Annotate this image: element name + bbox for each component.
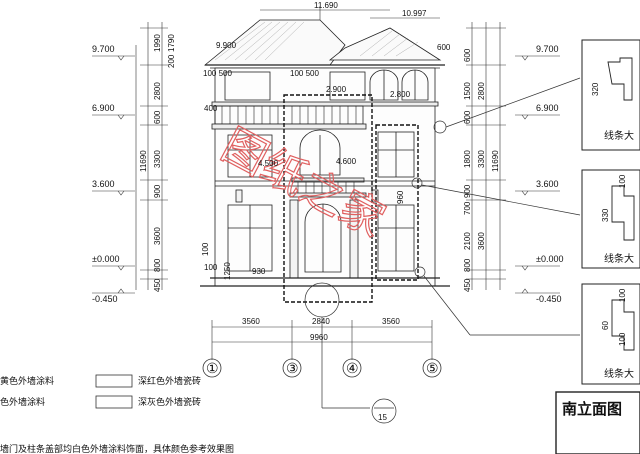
- right-dim-3: 1800: [463, 150, 472, 168]
- inner-label-8: 100: [201, 242, 210, 256]
- inner-label-0: 100 500: [203, 69, 232, 78]
- left-dim-4: 600: [153, 110, 162, 124]
- detail-label-2: 线条大: [604, 367, 634, 380]
- right-dim-7: 800: [463, 258, 472, 272]
- inner-label-9: 1250: [223, 262, 232, 280]
- inner-label-2: 400: [204, 104, 218, 113]
- axis-bubbles: [202, 358, 442, 378]
- detail-dim-2: 330: [601, 208, 610, 222]
- dim-top-width: 11.690: [314, 1, 338, 10]
- detail-dim-3: 100: [618, 288, 627, 302]
- left-dim-1: 1790: [167, 34, 176, 52]
- left-dim-3: 2800: [153, 82, 162, 100]
- drawing-note: 墙门及柱条盖部均白色外墙涂料饰面，具体颜色参考效果图: [0, 443, 234, 454]
- inner-label-6: 4.600: [336, 157, 357, 166]
- drawing-title: 南立面图: [562, 400, 622, 418]
- detail-label-1: 线条大: [604, 252, 634, 265]
- inner-label-3: 2.900: [326, 85, 347, 94]
- elev-left-0: 9.700: [92, 44, 115, 54]
- left-dim-8: 800: [153, 258, 162, 272]
- ground-floor: [200, 189, 450, 287]
- elev-left-1: 6.900: [92, 103, 115, 113]
- detail-dim-4: 60: [601, 321, 610, 330]
- left-dim-6: 900: [153, 184, 162, 198]
- detail-dim-5: 100: [618, 332, 627, 346]
- legend-item-3: 深灰色外墙瓷砖: [138, 396, 201, 408]
- right-dim-b2: 3600: [477, 232, 486, 250]
- axis-1: ①: [206, 360, 219, 376]
- bottom-dim-1: 2840: [312, 317, 330, 326]
- legend-item-1: 深红色外墙瓷砖: [138, 375, 201, 387]
- right-dim-5: 700: [463, 201, 472, 215]
- elev-left-3: ±0.000: [92, 254, 119, 264]
- detail-boxes: [555, 39, 640, 454]
- roof: [203, 19, 445, 69]
- left-total: 11690: [139, 150, 148, 172]
- left-dim-9: 450: [153, 278, 162, 292]
- left-dim-7: 3600: [153, 227, 162, 245]
- elev-right-4: -0.450: [536, 294, 562, 304]
- right-dim-4: 900: [463, 184, 472, 198]
- legend-swatches: [95, 374, 133, 409]
- right-dim-b0: 2800: [477, 82, 486, 100]
- right-dim-b1: 3300: [477, 150, 486, 168]
- dim-eave-left: 9.900: [216, 41, 237, 50]
- axis-3: ③: [286, 360, 299, 376]
- inner-label-11: 100: [204, 263, 218, 272]
- right-total: 11690: [491, 150, 500, 172]
- right-dim-1: 1500: [463, 82, 472, 100]
- third-floor-windows: [224, 69, 429, 101]
- second-floor: [215, 129, 435, 198]
- left-dim-2: 200: [167, 54, 176, 68]
- right-dim-6: 2100: [463, 232, 472, 250]
- leader-lines: [304, 77, 581, 424]
- detail-dim-1: 100: [618, 174, 627, 188]
- left-dim-0: 1990: [153, 34, 162, 52]
- right-dim-8: 450: [463, 278, 472, 292]
- inner-label-7: 960: [396, 190, 405, 204]
- bottom-dim-2: 3560: [382, 317, 400, 326]
- bottom-dim-0: 3560: [242, 317, 260, 326]
- axis-5: ⑤: [426, 360, 439, 376]
- highlight-boxes: [283, 94, 419, 303]
- elev-right-3: ±0.000: [536, 254, 563, 264]
- detail-dim-0: 320: [591, 82, 600, 96]
- elev-left-4: -0.450: [92, 294, 118, 304]
- dim-roof-right: 10.997: [402, 9, 427, 18]
- right-dim-2: 600: [463, 110, 472, 124]
- left-dim-5: 3300: [153, 150, 162, 168]
- right-dim-0: 600: [463, 48, 472, 62]
- inner-label-5: 4.500: [258, 159, 279, 168]
- inner-label-4: 2.800: [390, 90, 411, 99]
- inner-label-1: 100 500: [290, 69, 319, 78]
- elev-right-2: 3.600: [536, 179, 559, 189]
- elev-right-1: 6.900: [536, 103, 559, 113]
- inner-label-10: 930: [252, 267, 266, 276]
- dimension-lines: [92, 6, 560, 360]
- upper-balustrade: [211, 101, 439, 130]
- bottom-total: 9960: [310, 333, 328, 342]
- dim-eave-right: 600: [437, 43, 451, 52]
- elev-right-0: 9.700: [536, 44, 559, 54]
- callout-number: 15: [378, 413, 387, 422]
- detail-label-0: 线条大: [604, 129, 634, 142]
- legend-item-2: 色外墙涂料: [0, 396, 45, 408]
- elev-left-2: 3.600: [92, 179, 115, 189]
- legend-item-0: 黄色外墙涂料: [0, 375, 54, 387]
- axis-4: ④: [346, 360, 359, 376]
